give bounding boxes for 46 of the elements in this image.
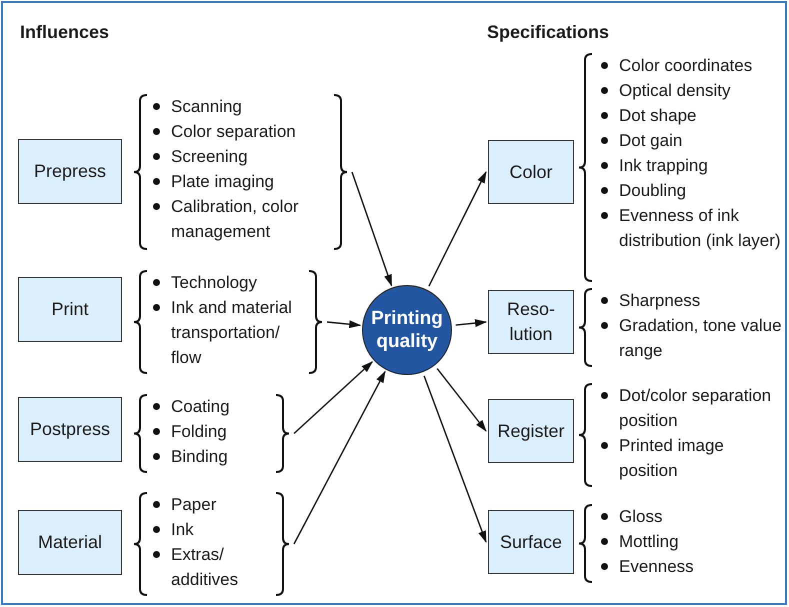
list-item: Mottling (619, 532, 679, 551)
list-item: Gradation, tone value range (619, 316, 782, 360)
list-item: Dot/color separation position (619, 386, 772, 430)
arrow (436, 368, 487, 432)
list-item: Ink and material transportation/ flow (171, 298, 292, 367)
list-item: Color separation (171, 122, 296, 141)
arrow (294, 361, 374, 434)
list-item: Calibration, color management (171, 197, 299, 241)
list-item: Ink trapping (619, 156, 708, 175)
list-item: Folding (171, 422, 227, 441)
list-item: Optical density (619, 81, 730, 100)
list-item: Printed image position (619, 436, 724, 480)
list-item: Coating (171, 397, 230, 416)
list-item: Dot shape (619, 106, 696, 125)
list-item: Plate imaging (171, 172, 274, 191)
list-item: Paper (171, 495, 216, 514)
list-item: Scanning (171, 97, 242, 116)
arrow (428, 171, 487, 286)
arrow (351, 172, 392, 287)
list-item: Evenness (619, 557, 694, 576)
section-heading: Specifications (487, 22, 610, 43)
quality-circle: Printing quality (362, 285, 452, 375)
category-box: Register (488, 399, 574, 463)
list-item: Ink (171, 520, 194, 539)
list-item: Extras/ additives (171, 545, 238, 589)
list-item: Gloss (619, 507, 662, 526)
list-item: Doubling (619, 181, 686, 200)
list-item: Dot gain (619, 131, 682, 150)
category-box: Print (18, 277, 122, 342)
list-item: Binding (171, 447, 228, 466)
category-box: Color (488, 140, 574, 204)
section-heading: Influences (20, 22, 110, 43)
arrow (456, 319, 487, 328)
list-item: Technology (171, 273, 258, 292)
arrow (326, 320, 362, 328)
list-item: Sharpness (619, 291, 700, 310)
category-box: Prepress (18, 139, 122, 204)
category-box: Postpress (18, 397, 122, 462)
list-item: Evenness of ink distribution (ink layer) (619, 206, 781, 250)
arrow (423, 376, 487, 543)
category-box: Material (18, 510, 122, 575)
category-box: Surface (488, 510, 574, 574)
category-box: Reso- lution (488, 290, 574, 354)
list-item: Screening (171, 147, 248, 166)
list-item: Color coordinates (619, 56, 752, 75)
arrow (293, 370, 386, 544)
